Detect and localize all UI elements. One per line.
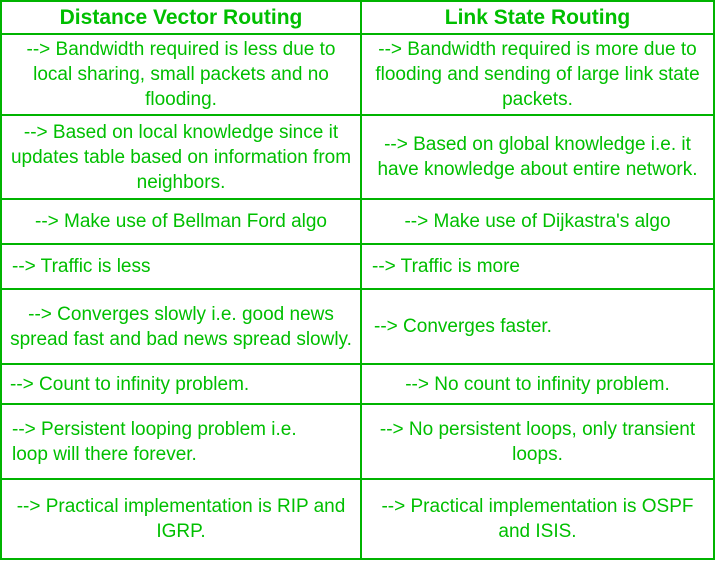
link-state-cell: --> Bandwidth required is more due to fl…: [360, 33, 715, 116]
table-header-row: Distance Vector Routing Link State Routi…: [0, 0, 715, 35]
table-row: --> Make use of Bellman Ford algo--> Mak…: [0, 198, 715, 245]
link-state-cell: --> Make use of Dijkastra's algo: [360, 198, 715, 245]
link-state-cell: --> Based on global knowledge i.e. it ha…: [360, 114, 715, 200]
link-state-cell: --> Traffic is more: [360, 243, 715, 290]
table-row: --> Bandwidth required is less due to lo…: [0, 33, 715, 116]
distance-vector-cell: --> Practical implementation is RIP and …: [0, 478, 362, 560]
table-row: --> Based on local knowledge since it up…: [0, 114, 715, 200]
table-row: --> Converges slowly i.e. good news spre…: [0, 288, 715, 365]
link-state-cell: --> Practical implementation is OSPF and…: [360, 478, 715, 560]
link-state-cell: --> No count to infinity problem.: [360, 363, 715, 405]
distance-vector-cell: --> Make use of Bellman Ford algo: [0, 198, 362, 245]
distance-vector-cell: --> Persistent looping problem i.e. loop…: [0, 403, 362, 480]
table-row: --> Count to infinity problem.--> No cou…: [0, 363, 715, 405]
link-state-cell: --> No persistent loops, only transient …: [360, 403, 715, 480]
distance-vector-cell: --> Traffic is less: [0, 243, 362, 290]
table-row: --> Practical implementation is RIP and …: [0, 478, 715, 560]
table-row: --> Traffic is less--> Traffic is more: [0, 243, 715, 290]
distance-vector-cell: --> Count to infinity problem.: [0, 363, 362, 405]
column-header-distance-vector: Distance Vector Routing: [0, 0, 362, 35]
distance-vector-cell: --> Converges slowly i.e. good news spre…: [0, 288, 362, 365]
link-state-cell: --> Converges faster.: [360, 288, 715, 365]
table-row: --> Persistent looping problem i.e. loop…: [0, 403, 715, 480]
table-body: --> Bandwidth required is less due to lo…: [0, 33, 715, 560]
distance-vector-cell: --> Based on local knowledge since it up…: [0, 114, 362, 200]
distance-vector-cell: --> Bandwidth required is less due to lo…: [0, 33, 362, 116]
routing-comparison-table: Distance Vector Routing Link State Routi…: [0, 0, 715, 560]
column-header-link-state: Link State Routing: [360, 0, 715, 35]
